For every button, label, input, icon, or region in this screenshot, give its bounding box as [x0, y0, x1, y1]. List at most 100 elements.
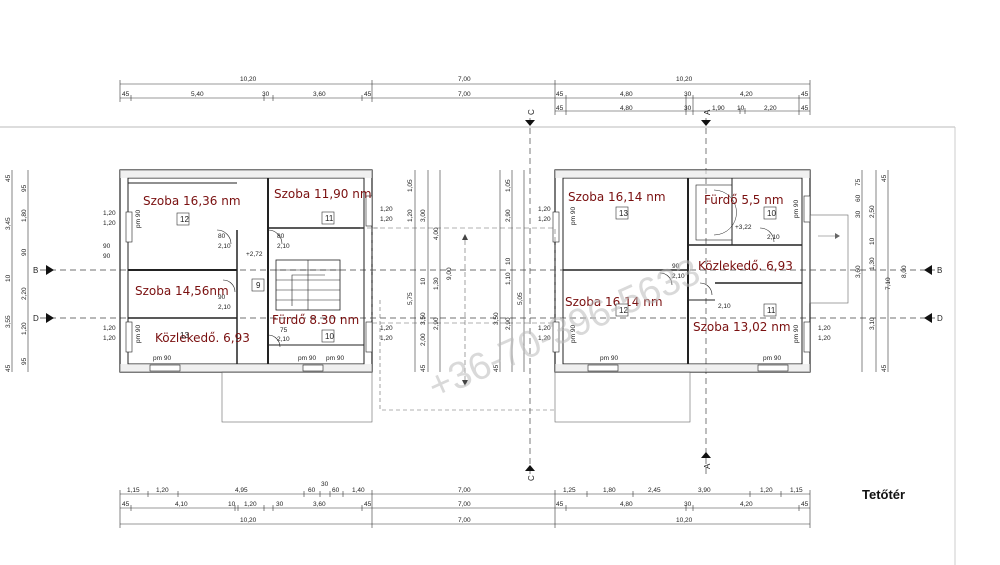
dim-text: 1,40 [352, 487, 365, 494]
dim-text: 4,20 [740, 91, 753, 98]
dim-top-left-total: 10,20 [240, 76, 257, 83]
room-number: 9 [256, 281, 261, 290]
room-number: 13 [619, 209, 628, 218]
dim-text: 3,10 [869, 317, 876, 330]
dim-text: 3,60 [313, 501, 326, 508]
dim-text: 2,20 [21, 287, 28, 300]
phone-watermark: +36-70-396-5633 [422, 251, 706, 408]
axis-b-left-arrow-icon [46, 265, 54, 275]
window-label: pm 90 [763, 355, 781, 362]
room-label: Szoba 16,14 nm [568, 190, 666, 204]
axis-d-left-arrow-icon [46, 313, 54, 323]
room-number: 12 [180, 215, 189, 224]
dim-text: 95 [21, 184, 28, 192]
dim-text: 30 [262, 91, 270, 98]
dim-text: 45 [881, 174, 888, 182]
dim-text: 95 [21, 357, 28, 365]
axis-markers: B D B D C C A A [33, 109, 943, 481]
window-dim-label: 1,20 [538, 325, 551, 332]
dim-text: 5,40 [191, 91, 204, 98]
axis-b-right-arrow-icon [924, 265, 932, 275]
axis-a-bottom-label: A [703, 463, 712, 469]
window-dim-label: 1,20 [103, 335, 116, 342]
window-label: pm 90 [135, 210, 142, 228]
window-label: pm 90 [570, 325, 577, 343]
dim-text: 4,10 [175, 501, 188, 508]
dim-text: 10 [737, 105, 745, 112]
dim-text: 4,00 [433, 227, 440, 240]
dim-text: 3,45 [5, 217, 12, 230]
dim-text: 45 [420, 364, 427, 372]
dim-text: 1,05 [407, 179, 414, 192]
room-label: Szoba 16,14 nm [565, 295, 663, 309]
dim-text: 30 [684, 501, 692, 508]
dim-text: 3,90 [698, 487, 711, 494]
dim-text: 1,25 [563, 487, 576, 494]
dim-text: 10,20 [240, 517, 257, 524]
door-height-label: 2,10 [218, 304, 231, 311]
dim-text: 4,80 [620, 105, 633, 112]
window-label: pm 90 [600, 355, 618, 362]
dim-text: 45 [364, 501, 372, 508]
window-label: pm 90 [153, 355, 171, 362]
dim-text: 75 [855, 178, 862, 186]
axis-a-top-label: A [703, 109, 712, 115]
axis-c-bottom-arrow-icon [525, 465, 535, 471]
dim-text: 30 [684, 91, 692, 98]
axis-c-top-label: C [527, 109, 536, 115]
room-label: Szoba 14,56nm [135, 284, 229, 298]
dim-text: 4,20 [740, 501, 753, 508]
dim-top-middle-total: 7,00 [458, 76, 471, 83]
door-height-label: 2,10 [767, 234, 780, 241]
dim-text: 2,90 [505, 209, 512, 222]
dim-text: 1,20 [244, 501, 257, 508]
door-height-label: 2,10 [672, 273, 685, 280]
axis-lines [40, 118, 935, 475]
level-label: +3,22 [735, 224, 752, 231]
window-dim-label: 1,20 [103, 210, 116, 217]
page-title: Tetőtér [862, 487, 905, 502]
dim-text: 45 [556, 91, 564, 98]
arrow-up-icon [462, 234, 468, 240]
room-label: Közlekedő. 6,93 [698, 259, 793, 273]
dim-text: 3,55 [5, 315, 12, 328]
dim-text: 60 [332, 487, 340, 494]
dim-text: 2,90 [433, 317, 440, 330]
window-dim-label: 1,20 [103, 325, 116, 332]
dim-text: 7,00 [458, 91, 471, 98]
dim-text: 1,15 [127, 487, 140, 494]
dim-text: 3,60 [855, 265, 862, 278]
dim-text: 45 [801, 105, 809, 112]
center-vertical-dims: 1,05 1,20 3,00 4,00 5,75 10 1,30 9,00 3,… [407, 179, 524, 372]
axis-b-left-label: B [33, 266, 38, 275]
door-height-label: 2,10 [277, 243, 290, 250]
dim-text: 30 [321, 481, 329, 488]
dim-text: 10 [869, 237, 876, 245]
dim-text: 3,60 [313, 91, 326, 98]
window-label: pm 90 [793, 325, 800, 343]
dim-text: 30 [684, 105, 692, 112]
vertical-dimension-lines [11, 170, 889, 372]
dim-text: 7,00 [458, 501, 471, 508]
dim-text: 7,00 [458, 487, 471, 494]
dim-text: 45 [801, 91, 809, 98]
dim-text: 1,30 [433, 277, 440, 290]
dim-text: 5,75 [407, 292, 414, 305]
dim-text: 9,00 [446, 267, 453, 280]
dim-text: 5,05 [517, 292, 524, 305]
window-label: pm 90 [793, 200, 800, 218]
dim-text: 4,80 [620, 501, 633, 508]
window-dim-label: 1,20 [380, 335, 393, 342]
dim-text: 45 [5, 174, 12, 182]
window-dim-label: 1,20 [380, 206, 393, 213]
dim-text: 45 [556, 501, 564, 508]
dim-text: 4,80 [620, 91, 633, 98]
dim-text: 1,30 [869, 257, 876, 270]
room-label: Fürdő 8.30 nm [272, 313, 359, 327]
dim-text: 10 [5, 274, 12, 282]
room-number: 13 [180, 331, 189, 340]
window-label: pm 90 [570, 207, 577, 225]
dim-text: 45 [801, 501, 809, 508]
center-connector [371, 227, 556, 385]
